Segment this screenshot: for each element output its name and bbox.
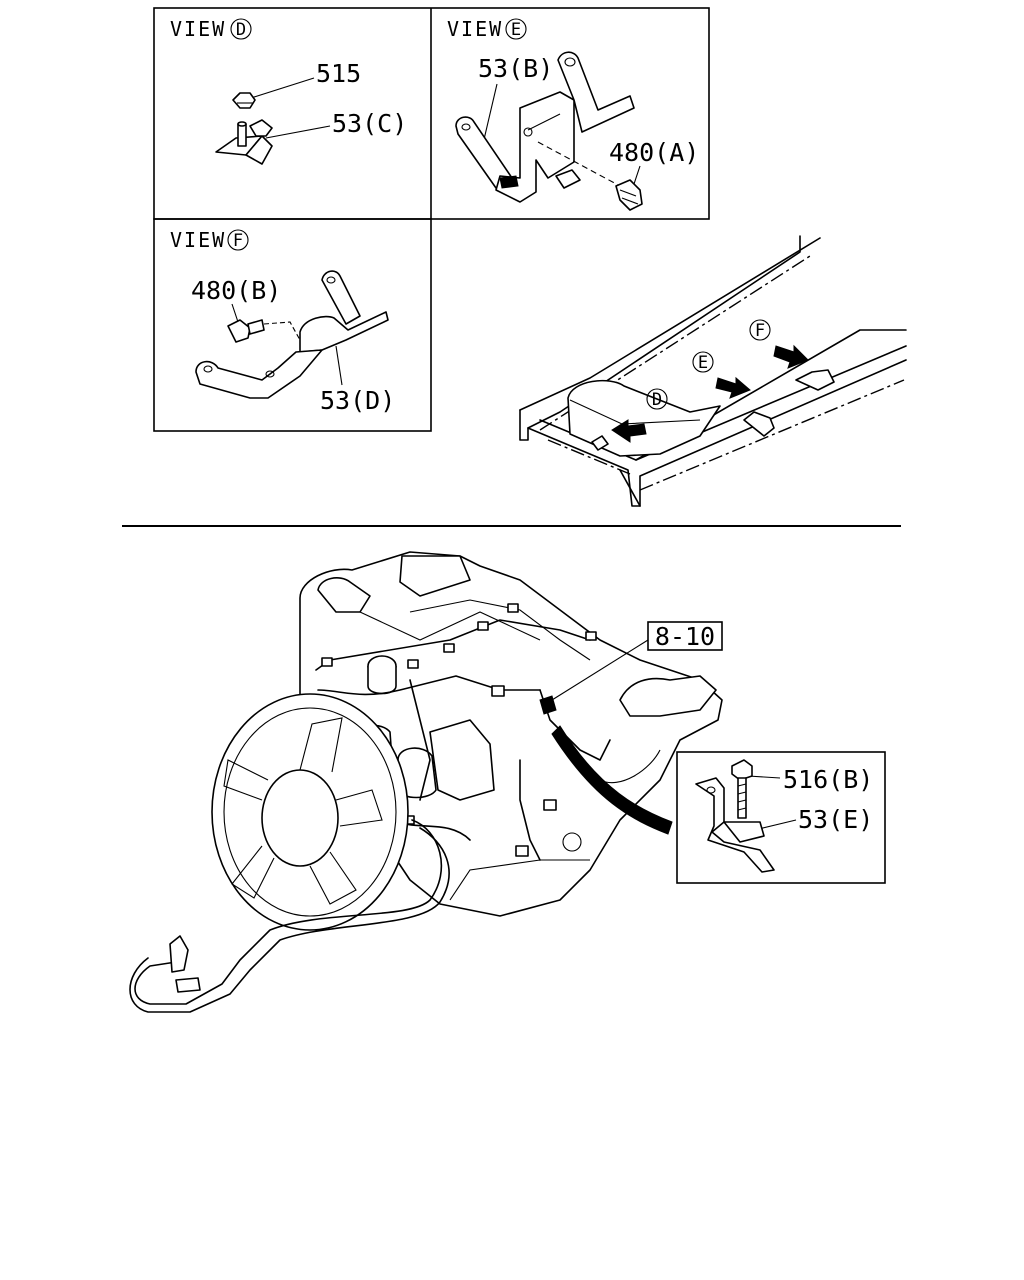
leader-53d bbox=[335, 345, 343, 386]
label-53c: 53(C) bbox=[332, 109, 407, 138]
view-d-title: VIEW bbox=[170, 17, 226, 41]
view-e-title: VIEW bbox=[447, 17, 503, 41]
bracket-53c bbox=[215, 119, 273, 165]
bracket-53b bbox=[455, 51, 635, 203]
label-53e: 53(E) bbox=[798, 805, 873, 834]
view-f-panel: VIEW F 480(B) 53(D) bbox=[170, 228, 395, 415]
forward-harness bbox=[129, 725, 673, 1013]
reference-8-10: 8-10 bbox=[551, 621, 723, 701]
frame-clip-e bbox=[743, 411, 775, 437]
view-d-marker-circle bbox=[230, 18, 252, 40]
harness-clip-location bbox=[539, 695, 557, 715]
arrow-f-icon bbox=[773, 344, 809, 369]
leader-53c bbox=[265, 125, 331, 139]
leader-515 bbox=[250, 77, 315, 99]
frame-marker-f: F bbox=[755, 321, 765, 341]
arrow-d-icon bbox=[611, 419, 647, 443]
view-e-marker-circle bbox=[505, 18, 527, 40]
view-e-marker: E bbox=[511, 20, 521, 40]
frame-marker-e-circle bbox=[692, 351, 714, 373]
view-f-marker-circle bbox=[227, 229, 249, 251]
label-515: 515 bbox=[316, 59, 361, 88]
view-d-marker: D bbox=[236, 20, 246, 40]
frame-marker-d-circle bbox=[646, 388, 668, 410]
frame-marker-e: E bbox=[698, 353, 708, 373]
leader-516b bbox=[747, 775, 781, 779]
chassis-frame-overview: D E F bbox=[519, 235, 907, 507]
detail-53e-panel: 516(B) 53(E) bbox=[676, 751, 886, 884]
label-480a: 480(A) bbox=[609, 138, 699, 167]
harness-routing-band bbox=[551, 725, 673, 835]
bolt-480b bbox=[227, 319, 301, 343]
bolt-480a bbox=[615, 179, 643, 211]
frame-marker-f-circle bbox=[749, 319, 771, 341]
leader-480b bbox=[231, 303, 239, 323]
bracket-53e bbox=[695, 777, 775, 873]
flange-nut-515 bbox=[232, 92, 256, 109]
view-f-title: VIEW bbox=[170, 228, 226, 252]
frame-marker-d: D bbox=[652, 390, 662, 410]
cooling-fan bbox=[211, 693, 409, 931]
arrow-e-icon bbox=[715, 376, 751, 399]
label-53d: 53(D) bbox=[320, 386, 395, 415]
ref-leader bbox=[551, 639, 649, 701]
frame-clip-f bbox=[795, 369, 835, 391]
view-panels-frame bbox=[153, 7, 710, 432]
view-e-panel: VIEW E 53(B) 480(A) bbox=[447, 17, 699, 211]
label-480b: 480(B) bbox=[191, 276, 281, 305]
frame-clip-d bbox=[591, 435, 609, 451]
view-d-panel: VIEW D 515 53(C) bbox=[170, 17, 407, 165]
bracket-53d bbox=[195, 270, 389, 399]
label-516b: 516(B) bbox=[783, 765, 873, 794]
view-f-marker: F bbox=[233, 231, 243, 251]
ref-label: 8-10 bbox=[655, 622, 715, 651]
bolt-516b bbox=[731, 759, 753, 819]
label-53b: 53(B) bbox=[478, 54, 553, 83]
